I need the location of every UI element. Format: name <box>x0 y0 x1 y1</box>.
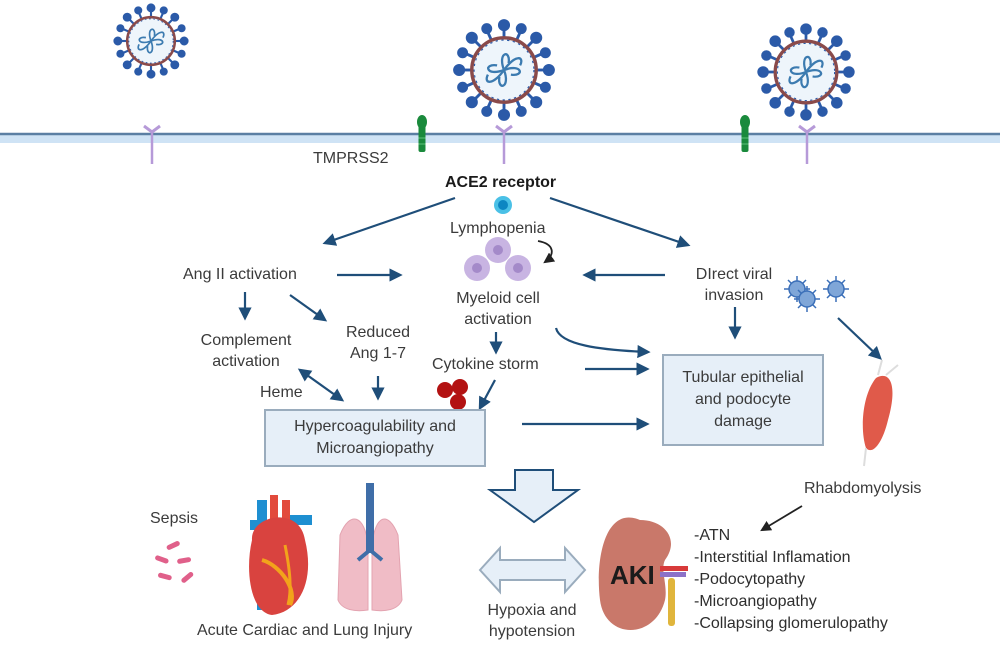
arrow-ang2-to-reduced <box>289 294 328 322</box>
ang2-activation-label: Ang II activation <box>183 266 297 283</box>
lymphocyte-cell-icon <box>494 196 512 214</box>
aki-cause-item: -ATN <box>694 527 731 544</box>
myeloid-activation-label: Myeloid cell activation <box>456 290 540 328</box>
lymphopenia-label: Lymphopenia <box>450 220 546 237</box>
ace2-receptor-icon <box>494 124 514 166</box>
hypercoagulability-box: Hypercoagulability and Microangiopathy <box>264 409 486 467</box>
aki-cause-item: -Interstitial Inflamation <box>694 549 851 566</box>
cardiac-lung-injury-label: Acute Cardiac and Lung Injury <box>197 622 413 639</box>
pathway-arrows <box>238 196 882 431</box>
reduced-ang17-label: Reduced Ang 1-7 <box>345 324 411 362</box>
arrow-complement-hypercoag <box>297 368 345 402</box>
direct-viral-invasion-label: DIrect viral invasion <box>695 266 773 304</box>
ace2-receptor-label: ACE2 receptor <box>445 174 557 191</box>
kidney-icon <box>598 517 688 630</box>
arrow-virus-to-muscle <box>837 317 882 360</box>
tmprss2-label: TMPRSS2 <box>313 150 389 167</box>
tmprss2-protease-icon <box>739 114 751 153</box>
down-block-arrow <box>486 469 582 524</box>
myeloid-cells-icon <box>464 237 531 281</box>
coronavirus-icon <box>757 23 855 121</box>
arrow-ace2-to-ang2 <box>322 196 456 246</box>
heart-icon <box>249 495 312 615</box>
coronavirus-icon <box>113 3 189 79</box>
muscle-icon <box>862 359 899 467</box>
small-virus-cluster-icon <box>783 275 850 313</box>
bacteria-icon <box>155 541 194 583</box>
aki-cause-item: -Microangiopathy <box>694 593 817 610</box>
complement-activation-label: Complement activation <box>200 332 292 370</box>
red-blood-cells-icon <box>437 379 468 410</box>
arrow-lymphopenia-loop <box>537 240 556 264</box>
arrow-rhabdo-to-atn <box>760 505 803 532</box>
coronavirus-icon <box>452 18 556 122</box>
aki-label: AKI <box>610 560 655 590</box>
tmprss2-protease-icon <box>416 114 428 153</box>
tubular-damage-box: Tubular epithelial and podocyte damage <box>662 354 824 446</box>
lungs-icon <box>337 483 403 612</box>
aki-cause-item: -Collapsing glomerulopathy <box>694 615 888 632</box>
rhabdomyolysis-label: Rhabdomyolysis <box>804 480 922 497</box>
sepsis-label: Sepsis <box>150 510 199 527</box>
aki-causes-list: -ATN -Interstitial Inflamation -Podocyto… <box>694 525 888 635</box>
hypoxia-hypotension-label: Hypoxia and hypotension <box>487 602 577 640</box>
heme-label: Heme <box>260 384 303 401</box>
arrow-ace2-to-direct-viral <box>549 196 691 248</box>
arrow-cytokine-to-hypercoag <box>478 379 496 411</box>
cytokine-storm-label: Cytokine storm <box>432 356 539 373</box>
double-block-arrow <box>478 545 587 595</box>
arrow-myeloid-to-tubular <box>554 327 651 359</box>
ace2-receptor-icon <box>142 124 162 166</box>
cell-membrane <box>0 132 1000 143</box>
ace2-receptor-icon <box>797 124 817 166</box>
aki-cause-item: -Podocytopathy <box>694 571 806 588</box>
